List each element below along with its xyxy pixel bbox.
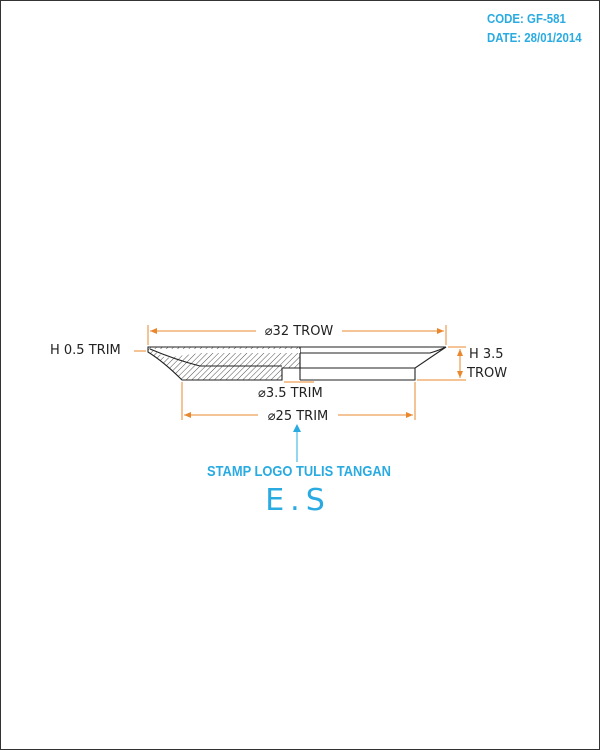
section-void <box>150 349 300 358</box>
stamp-note-label: STAMP LOGO TULIS TANGAN <box>207 462 391 479</box>
section-hatch <box>147 346 301 381</box>
date-label: DATE: <box>487 30 522 45</box>
code-label: CODE: <box>487 11 524 26</box>
section-inner-curve <box>149 348 282 367</box>
date-row: DATE: 28/01/2014 <box>487 28 582 47</box>
step-diameter-label: ⌀3.5 TRIM <box>258 386 323 401</box>
title-block: CODE: GF-581 DATE: 28/01/2014 <box>487 9 582 47</box>
extension-lines <box>134 325 466 420</box>
code-row: CODE: GF-581 <box>487 9 582 28</box>
right-height-label-line2: TROW <box>466 366 507 381</box>
bottom-dim-text-bg <box>258 407 338 423</box>
right-height-label-line1: H 3.5 <box>469 347 504 362</box>
date-value: 28/01/2014 <box>524 30 582 45</box>
bottom-diameter-label: ⌀25 TRIM <box>268 409 329 424</box>
right-upper-edge <box>300 346 447 354</box>
signature-text: E.S <box>265 483 331 518</box>
top-dim-text-bg <box>256 322 342 338</box>
code-value: GF-581 <box>527 11 566 26</box>
right-profile <box>300 346 447 381</box>
stamp-leader-arrowhead <box>293 424 301 432</box>
left-height-label: H 0.5 TRIM <box>50 343 121 358</box>
top-diameter-label: ⌀32 TROW <box>265 324 334 339</box>
